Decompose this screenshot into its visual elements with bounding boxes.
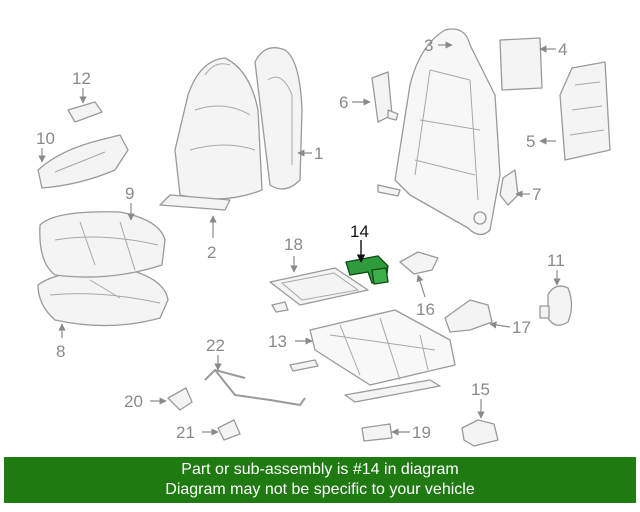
callout-2: 2 [207,243,216,262]
notice-banner: Part or sub-assembly is #14 in diagram D… [4,457,636,503]
part-2-seatback-pad [159,57,263,211]
callout-7: 7 [532,185,541,204]
part-19-connector [361,423,393,442]
banner-line-1: Part or sub-assembly is #14 in diagram [181,461,459,478]
callout-17: 17 [512,318,531,337]
part-8-cushion-pad [37,269,169,327]
part-18-mat [269,267,369,306]
leader-lines [38,41,561,436]
part-15-bracket [461,419,499,447]
part-5-board [559,61,611,161]
callout-11: 11 [547,251,565,270]
callout-14: 14 [350,222,369,241]
callout-12: 12 [72,69,91,88]
callout-22: 22 [206,336,225,355]
callout-19: 19 [412,423,431,442]
part-4-pad [499,37,543,91]
callout-10: 10 [36,129,55,148]
callout-16: 16 [416,300,435,319]
part-22-wire [204,368,306,407]
part-11-cover [547,285,573,326]
part-17-lever [444,299,493,333]
part-7-clip [499,169,519,206]
callout-9: 9 [125,184,134,203]
callout-18: 18 [284,235,303,254]
part-21-cover [217,419,241,441]
callout-20: 20 [124,392,143,411]
parts-diagram: 1 2 3 4 5 6 7 8 9 10 11 12 13 14 15 16 1… [36,28,611,447]
part-9-cushion-cover [39,211,166,278]
callout-6: 6 [339,93,348,112]
part-14-bracket-highlighted [345,255,389,285]
callout-4: 4 [558,40,567,59]
callout-13: 13 [268,332,287,351]
part-1-seatback-cover [254,47,303,190]
part-3-seatback-frame [377,28,501,236]
part-12-knob [67,101,103,123]
callout-8: 8 [56,342,65,361]
callout-1: 1 [314,144,323,163]
callout-5: 5 [526,132,535,151]
part-16-bracket [399,251,439,275]
part-13-seat-track [289,309,456,403]
callout-3: 3 [424,36,433,55]
banner-line-2: Diagram may not be specific to your vehi… [165,481,475,498]
part-20-cover [167,387,193,411]
callout-21: 21 [176,423,195,442]
part-10-shield [37,134,129,189]
callout-15: 15 [471,380,490,399]
